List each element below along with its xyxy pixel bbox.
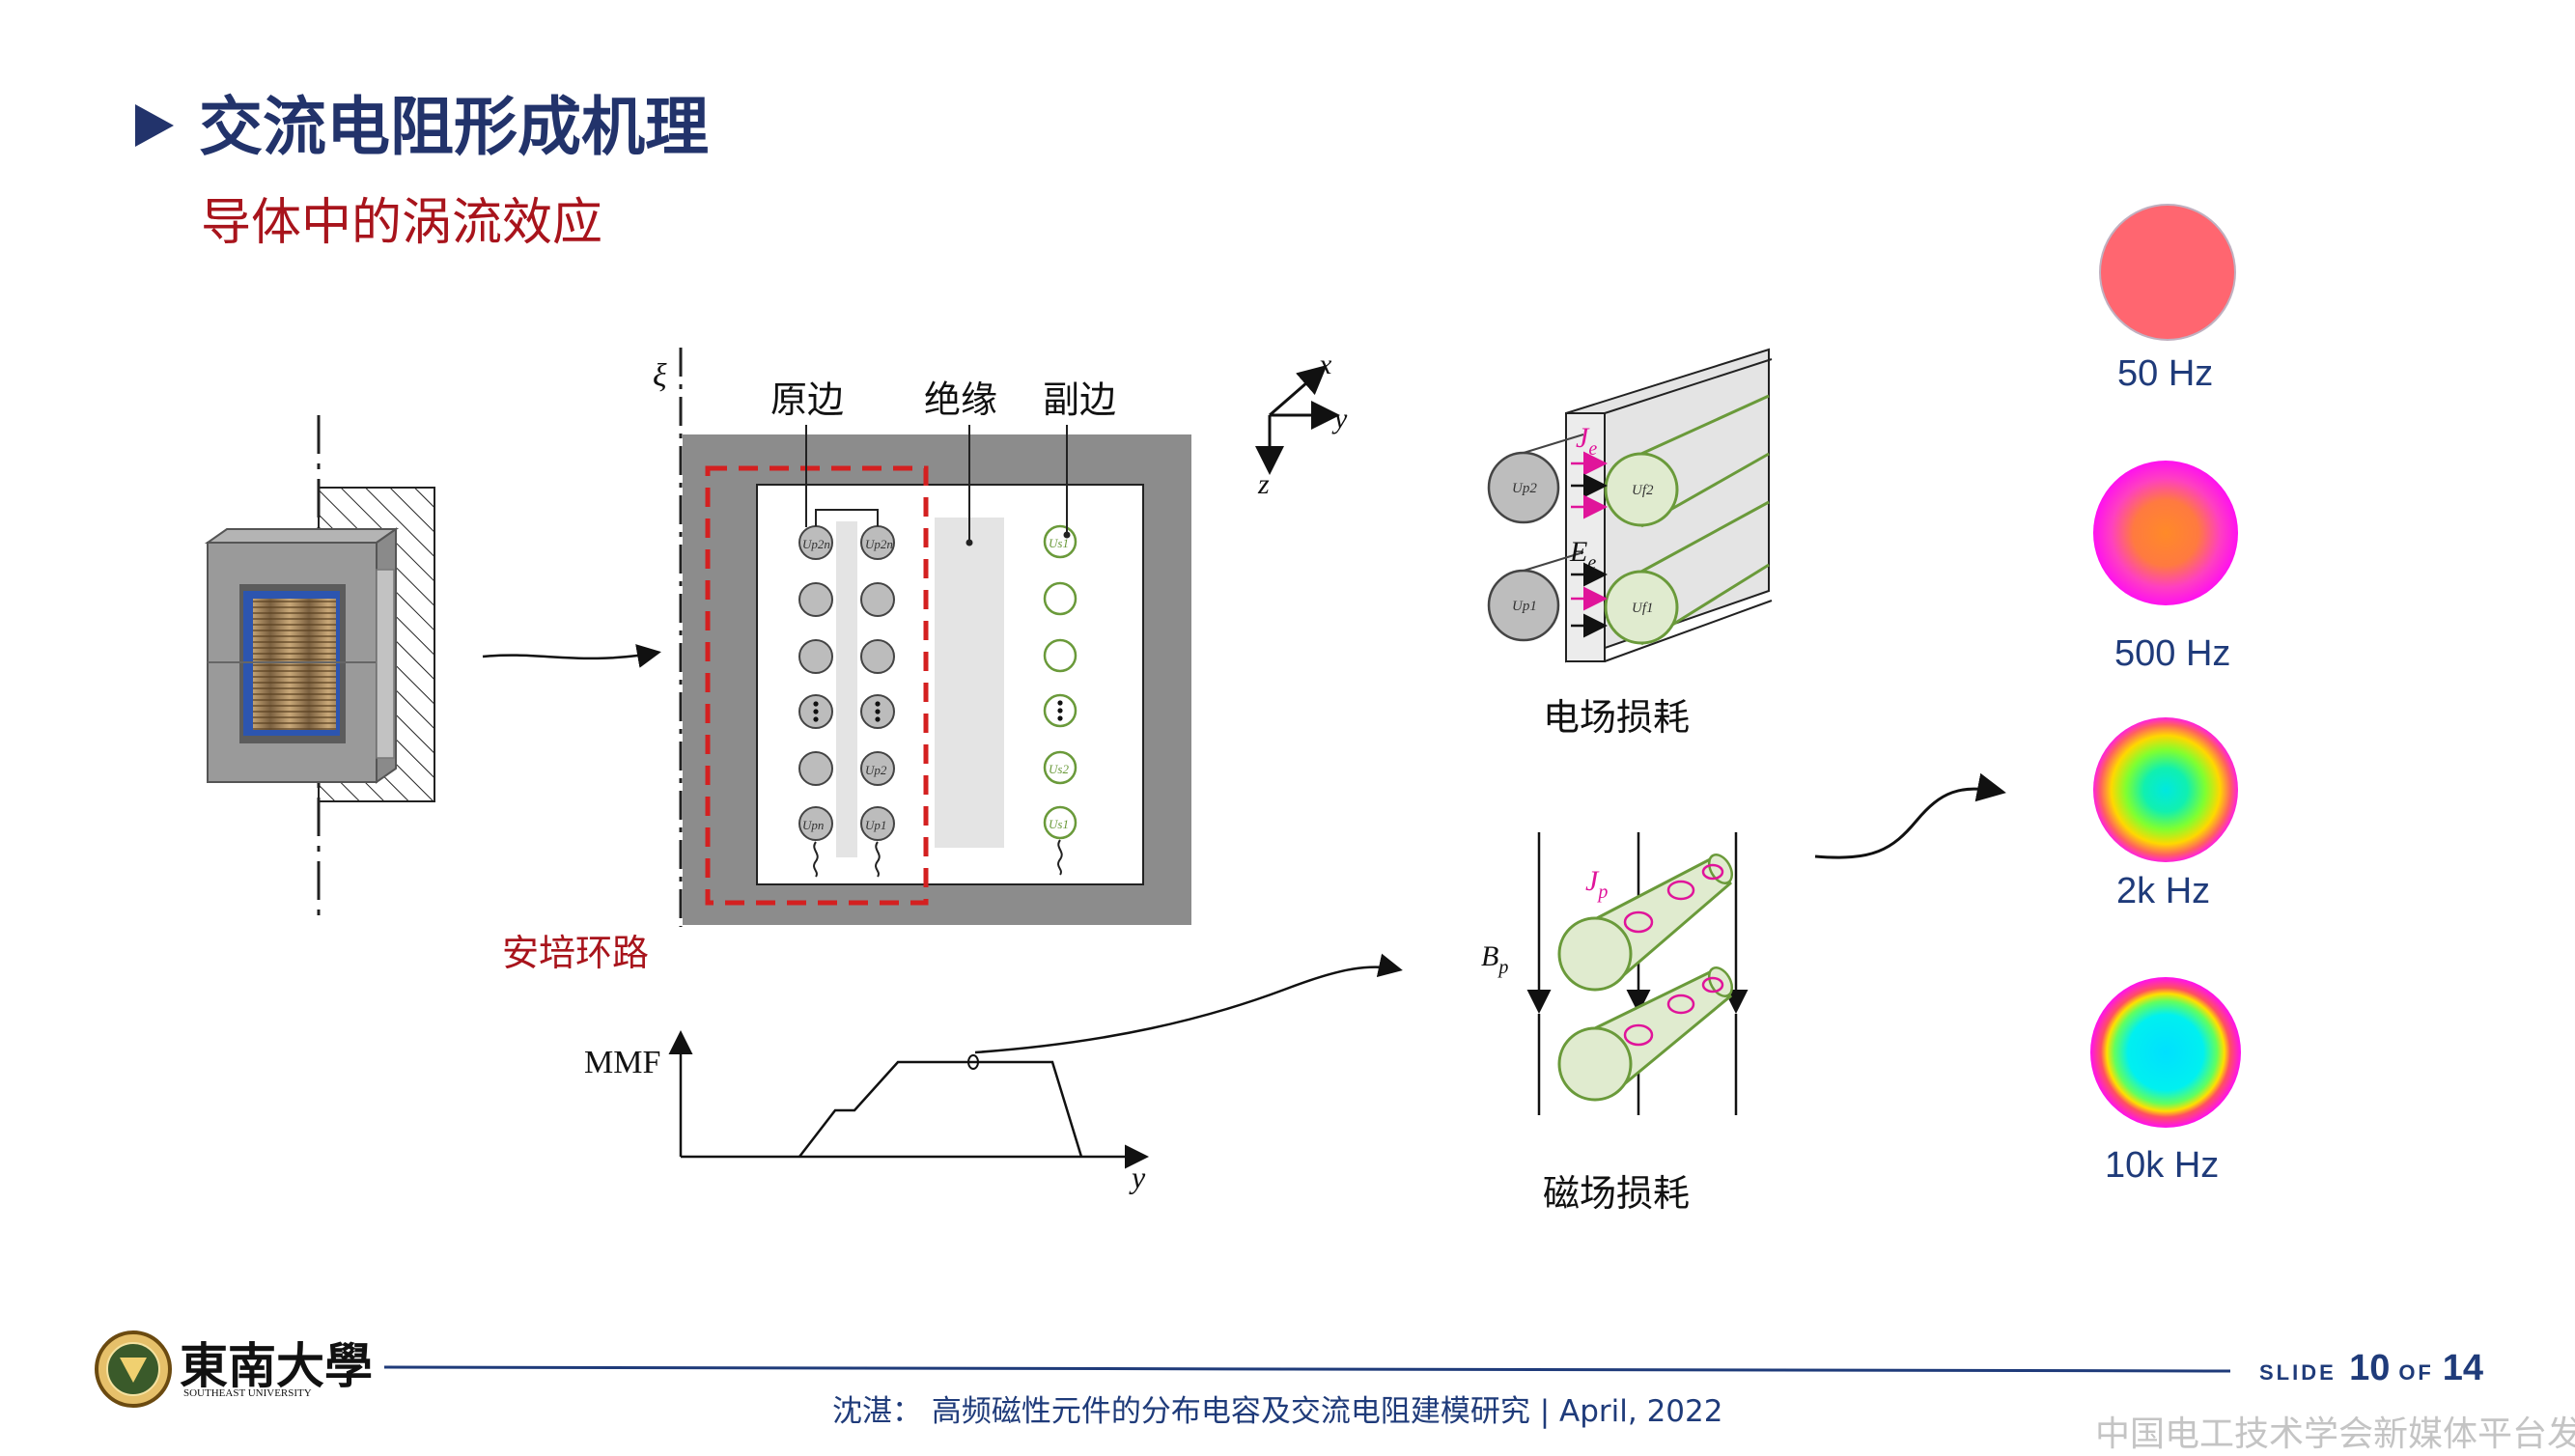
transformer-model (204, 415, 435, 922)
insulation-label: 绝缘 (924, 378, 998, 421)
svg-text:Up2n: Up2n (865, 537, 893, 551)
svg-text:東南大學: 東南大學 (180, 1337, 373, 1394)
svg-text:Up1: Up1 (1512, 599, 1537, 614)
page-title-text: 交流电阻形成机理 (199, 90, 709, 164)
slide-counter: SLIDE 10 OF 14 (2259, 1348, 2483, 1389)
freq-label-10khz: 10k Hz (2105, 1145, 2220, 1186)
secondary-winding-label: 副边 (1043, 378, 1117, 421)
svg-text:z: z (1257, 468, 1270, 500)
magnetic-loss-label: 磁场损耗 (1543, 1172, 1691, 1215)
magnetic-loss-diagram: Jp Bp (1481, 832, 1749, 1115)
svg-text:Up2: Up2 (1512, 481, 1537, 496)
secondary-conductors: Us1 Us2 Us1 (1043, 524, 1078, 876)
page-title: 交流电阻形成机理 (135, 75, 709, 168)
primary-conductors: Up2n Up2n Up2 Upn Up1 (798, 509, 895, 878)
svg-text:ξ: ξ (653, 358, 667, 394)
slide-label: SLIDE (2259, 1360, 2337, 1385)
slide-total: 14 (2442, 1348, 2484, 1388)
svg-text:Up2: Up2 (865, 763, 887, 777)
primary-winding-label: 原边 (770, 378, 845, 421)
footer-citation: 沈湛： 高频磁性元件的分布电容及交流电阻建模研究 | April, 2022 (832, 1394, 1723, 1429)
page-subtitle: 导体中的涡流效应 (201, 194, 603, 252)
svg-text:Ee: Ee (1569, 536, 1596, 574)
freq-label-2khz: 2k Hz (2116, 871, 2211, 911)
mmf-plot: y (668, 953, 1403, 1194)
svg-text:Up2n: Up2n (802, 537, 830, 551)
slide-current: 10 (2349, 1348, 2391, 1388)
current-density-10khz (2090, 977, 2241, 1128)
ampere-loop-label: 安培环路 (502, 932, 650, 974)
triangle-bullet-icon (135, 103, 174, 147)
university-logo: 東南大學 SOUTHEAST UNIVERSITY (95, 1330, 373, 1408)
electric-loss-diagram: Up2 Up1 Uf2 Uf1 Je Ee (1487, 348, 1773, 663)
freq-label-500hz: 500 Hz (2114, 633, 2231, 674)
svg-text:Us2: Us2 (1049, 762, 1069, 776)
svg-text:y: y (1331, 403, 1348, 434)
mmf-label: MMF (584, 1045, 661, 1080)
freq-label-50hz: 50 Hz (2117, 353, 2214, 394)
svg-text:Us1: Us1 (1049, 536, 1069, 550)
svg-text:Us1: Us1 (1049, 817, 1069, 831)
current-density-500hz (2093, 461, 2238, 605)
svg-text:SOUTHEAST UNIVERSITY: SOUTHEAST UNIVERSITY (183, 1387, 312, 1399)
svg-text:Jp: Jp (1585, 865, 1608, 903)
svg-text:y: y (1129, 1160, 1146, 1194)
svg-text:Upn: Upn (802, 818, 824, 832)
axis-triad: x y z (1255, 349, 1348, 500)
svg-text:x: x (1318, 349, 1332, 380)
watermark: 中国电工技术学会新媒体平台发布 (2095, 1414, 2575, 1454)
current-density-2khz (2093, 717, 2238, 862)
current-density-50hz (2099, 204, 2236, 341)
slide-of: OF (2398, 1360, 2434, 1385)
svg-text:Bp: Bp (1481, 940, 1508, 978)
svg-text:Uf2: Uf2 (1632, 483, 1654, 498)
electric-loss-label: 电场损耗 (1543, 696, 1691, 739)
svg-text:Up1: Up1 (865, 818, 886, 832)
svg-text:Uf1: Uf1 (1632, 601, 1654, 616)
svg-text:Je: Je (1576, 422, 1597, 460)
winding-cross-section: Up2n Up2n Up2 Upn Up1 Us1 Us2 Us1 (653, 348, 1191, 927)
